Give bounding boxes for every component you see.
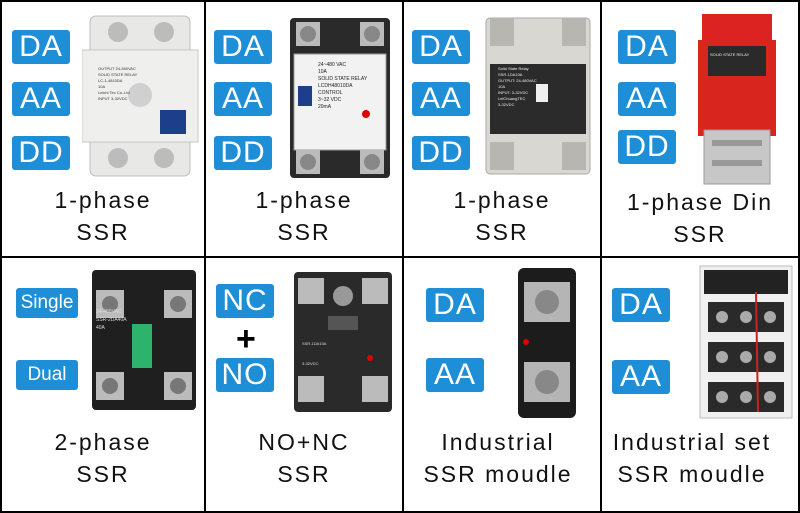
relay-photo (698, 14, 776, 185)
badge-dual: Dual (16, 360, 78, 390)
relay-photo (699, 265, 793, 419)
relay-photo (518, 268, 576, 418)
caption: Industrial SSR moudle (423, 429, 573, 487)
caption: Industrial set SSR moudle (612, 429, 772, 487)
caption: 1-phase Din SSR (626, 189, 774, 247)
badge-dd: DD (12, 136, 70, 170)
cell-1phase-din-ssr: DA AA DD SOLID STATE RELAY 1-phase Din S… (602, 2, 798, 256)
cell-1phase-ssr-a: DA AA DD OUTPUT 24-380VAC SOLID STATE RE… (2, 2, 204, 256)
badge-da: DA (12, 30, 70, 64)
relay-photo (92, 270, 196, 410)
relay-photo (290, 18, 390, 178)
badge-aa: AA (412, 82, 470, 116)
cell-industrial-ssr-module: DA AA Industrial SSR moudle (404, 258, 600, 513)
relay-photo (485, 17, 591, 175)
badge-dd: DD (214, 136, 272, 170)
badge-aa: AA (612, 360, 670, 394)
relay-label: 24-480VAC SSR-2DA40A 40A (96, 309, 127, 331)
plus-sign: + (236, 320, 256, 358)
badge-da: DA (612, 288, 670, 322)
caption: 1-phase SSR (453, 187, 551, 245)
relay-photo (82, 15, 199, 177)
cell-industrial-set-ssr-module: DA AA Industrial set SSR moudle (602, 258, 798, 513)
divider (2, 256, 798, 258)
badge-da: DA (412, 30, 470, 64)
caption: 2-phase SSR (54, 429, 152, 487)
badge-da: DA (618, 30, 676, 64)
relay-label: 24~480 VAC 10A SOLID STATE RELAY LCDH480… (318, 62, 368, 110)
relay-label: OUTPUT 24-380VAC SOLID STATE RELAY LC-1-… (98, 66, 138, 101)
cell-2phase-ssr: Single Dual 24-480VAC SSR-2DA40A 40A 2-p… (2, 258, 204, 513)
caption: NO+NC SSR (258, 429, 350, 487)
badge-aa: AA (214, 82, 272, 116)
relay-label: SOLID STATE RELAY (710, 52, 750, 57)
badge-aa: AA (618, 82, 676, 116)
relay-label: Solid State Relay SSR-1DA10A OUTPUT: 24-… (498, 66, 537, 107)
caption: 1-phase SSR (54, 187, 152, 245)
cell-1phase-ssr-c: DA AA DD Solid State Relay SSR-1DA10A OU… (404, 2, 600, 256)
badge-nc: NC (216, 284, 274, 318)
badge-da: DA (426, 288, 484, 322)
badge-single: Single (16, 288, 78, 318)
cell-nonc-ssr: NC + NO SSR-1DA10A 3-32VDC NO+NC SSR (206, 258, 402, 513)
badge-da: DA (214, 30, 272, 64)
badge-dd: DD (412, 136, 470, 170)
cell-1phase-ssr-b: DA AA DD 24~480 VAC 10A SOLID STATE RELA… (206, 2, 402, 256)
relay-label: SSR-1DA10A 3-32VDC (302, 341, 327, 366)
badge-no: NO (216, 358, 274, 392)
badge-dd: DD (618, 130, 676, 164)
badge-aa: AA (426, 358, 484, 392)
caption: 1-phase SSR (255, 187, 353, 245)
relay-photo (294, 272, 392, 412)
badge-aa: AA (12, 82, 70, 116)
